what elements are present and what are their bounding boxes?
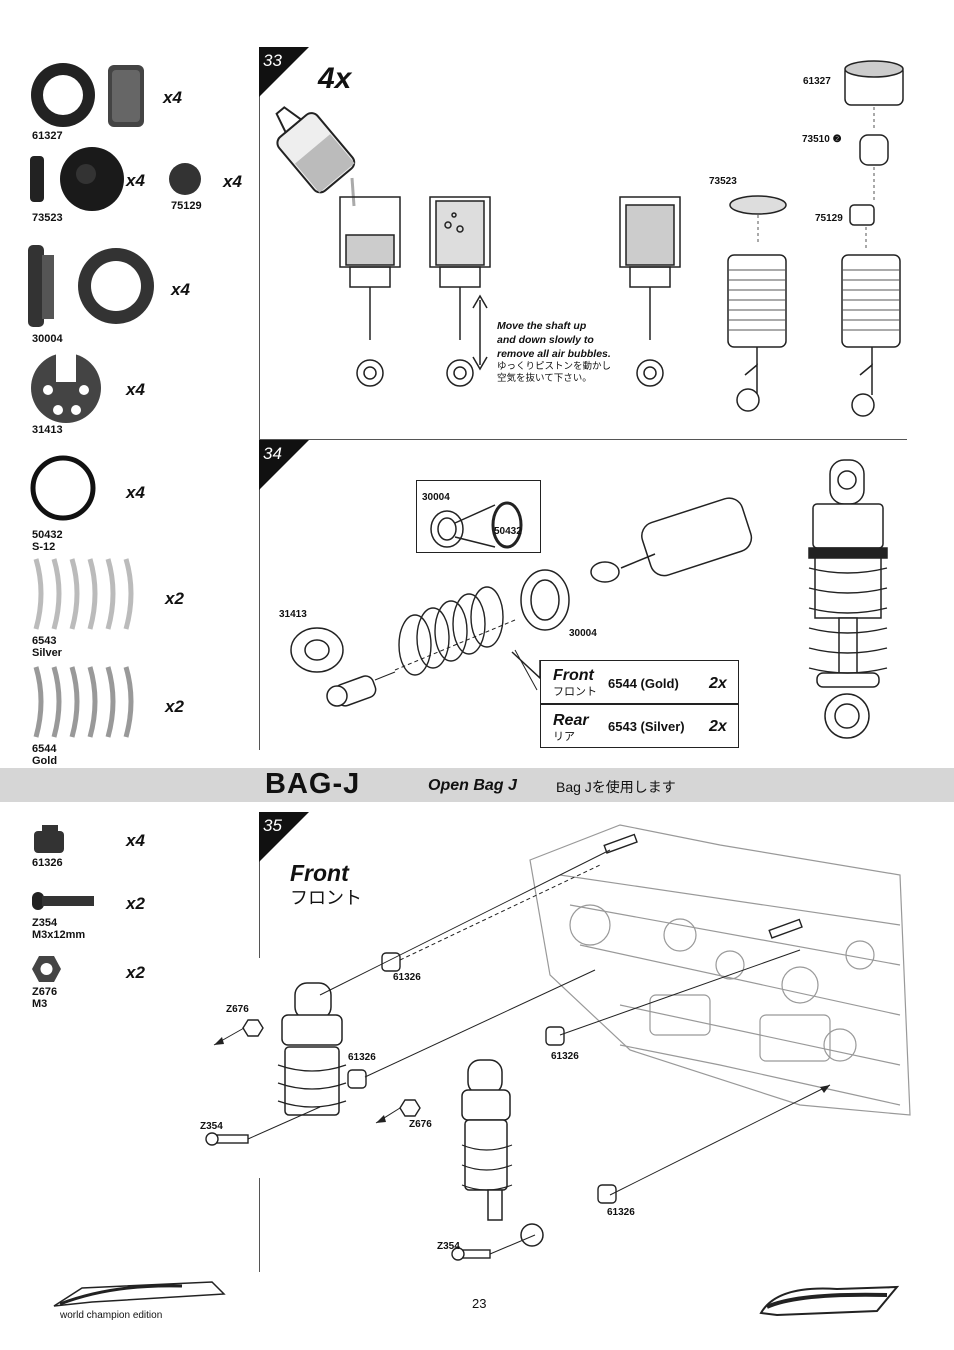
page-number: 23: [472, 1296, 487, 1311]
spring-table: Front フロント 6544 (Gold) 2x Rear リア 6543 (…: [540, 660, 739, 748]
mugen-speed-logo-icon: [53, 1281, 226, 1307]
label-30004: 30004: [569, 628, 597, 639]
step-number-33: 33: [259, 47, 309, 97]
brand-tagline: world champion edition: [60, 1310, 163, 1321]
label-75129: 75129: [815, 213, 843, 224]
label-30004-detail: 30004: [422, 492, 450, 503]
front-title: Front: [290, 860, 349, 886]
front-qty: 2x: [709, 675, 727, 692]
spring-gold-icon: [33, 666, 134, 738]
label-73523: 73523: [709, 176, 737, 187]
label-61326-a: 61326: [393, 972, 421, 983]
qty-61327: x4: [163, 88, 182, 107]
step-number-35: 35: [259, 812, 309, 862]
spring-install-diagram: [290, 497, 753, 707]
qty-z676: x2: [126, 963, 145, 982]
pn-75129: 75129: [171, 200, 202, 212]
o-ring-icon: [30, 455, 96, 521]
pn-31413: 31413: [32, 424, 63, 436]
shock-cap-assembly: [727, 60, 904, 417]
seal-ring-icon: [31, 63, 144, 127]
qty-50432: x4: [126, 483, 145, 502]
label-73510: 73510 ❷: [802, 134, 842, 145]
label-61327: 61327: [803, 76, 831, 87]
o-ring-detail-icon: [430, 501, 523, 549]
pn-73523: 73523: [32, 212, 63, 224]
diaphragm-icon: [30, 147, 201, 211]
spring-silver-icon: [33, 558, 134, 630]
qty-75129: x4: [223, 172, 242, 191]
bag-subtitle-jp: Bag Jを使用します: [556, 779, 676, 795]
pn-30004: 30004: [32, 333, 63, 345]
step-divider: [259, 439, 907, 440]
multiplier: 4x: [318, 62, 352, 95]
label-z676-b: Z676: [409, 1119, 432, 1130]
label-z354-a: Z354: [200, 1121, 223, 1132]
label-z676-a: Z676: [226, 1004, 249, 1015]
rear-label-jp: リア: [553, 731, 575, 743]
label-61326-d: 61326: [607, 1207, 635, 1218]
label-61326-c: 61326: [551, 1051, 579, 1062]
cyclone-logo-icon: [759, 1285, 900, 1317]
column-divider-top: [259, 47, 260, 750]
front-label-jp: フロント: [553, 686, 597, 698]
rear-qty: 2x: [709, 718, 727, 735]
chassis-diagram: [205, 824, 911, 1261]
label-61326-b: 61326: [348, 1052, 376, 1063]
qty-6543: x2: [165, 589, 184, 608]
bag-title: BAG-J: [265, 768, 361, 800]
front-label: Front: [553, 667, 594, 684]
oil-bottle-icon: [275, 106, 356, 207]
rear-label: Rear: [553, 712, 589, 729]
label-50432: 50432: [494, 526, 522, 537]
qty-z354: x2: [126, 894, 145, 913]
bag-header: BAG-J Open Bag J Bag Jを使用します: [0, 768, 954, 802]
label-31413: 31413: [279, 609, 307, 620]
front-spring: 6544 (Gold): [608, 676, 679, 691]
ball-end-icon: [34, 825, 64, 853]
step-number-34: 34: [259, 440, 309, 490]
pn-61326: 61326: [32, 857, 63, 869]
bag-subtitle: Open Bag J: [428, 777, 517, 794]
column-divider-bottom: [259, 812, 260, 958]
pn-61327: 61327: [32, 130, 63, 142]
detail-box: [416, 480, 541, 553]
qty-61326: x4: [126, 831, 145, 850]
shock-filling-diagram: [339, 196, 681, 387]
qty-30004: x4: [171, 280, 190, 299]
assembled-shock-icon: [808, 459, 888, 739]
qty-6544: x2: [165, 697, 184, 716]
qty-31413: x4: [126, 380, 145, 399]
label-z354-b: Z354: [437, 1241, 460, 1252]
rear-spring: 6543 (Silver): [608, 719, 685, 734]
front-title-jp: フロント: [290, 888, 362, 908]
screw-icon: [32, 892, 94, 910]
nut-icon: [32, 956, 61, 982]
column-divider-bottom-2: [259, 1178, 260, 1272]
table-pointer: [511, 651, 541, 680]
spring-collar-icon: [28, 245, 154, 327]
spring-cup-icon: [31, 352, 101, 423]
instruction-jp: ゆっくりピストンを動かし空気を抜いて下さい。: [497, 361, 612, 384]
qty-73523: x4: [126, 171, 145, 190]
